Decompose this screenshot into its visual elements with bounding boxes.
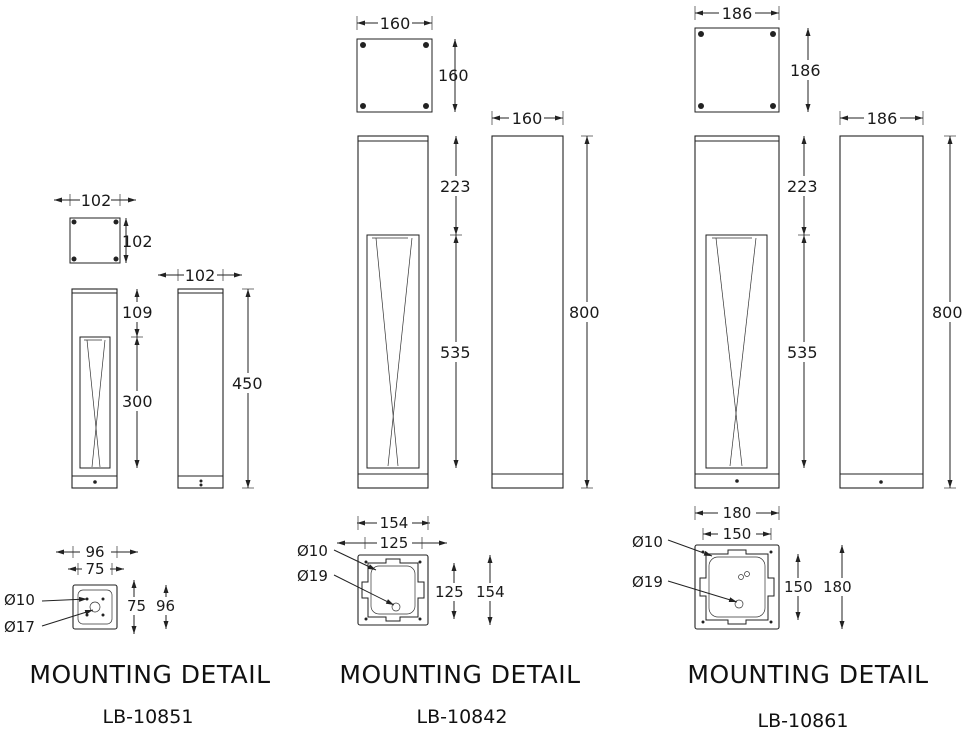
side-width-label: 160	[512, 109, 543, 128]
mount-outer-label: 96	[85, 543, 104, 561]
top-width-label: 186	[722, 4, 753, 23]
window-height-label: 300	[122, 392, 153, 411]
mount-outer-label: 180	[723, 504, 752, 522]
mount-inner-v-label: 75	[127, 597, 146, 615]
product-lb-10851: 102 102 109 300	[4, 191, 270, 728]
top-width-label: 102	[81, 191, 112, 210]
mount-inner-label: 75	[85, 560, 104, 578]
hole-small-label: Ø19	[297, 567, 328, 585]
total-height-label: 800	[569, 303, 600, 322]
front-view: 223 535	[357, 135, 474, 489]
mounting-detail: 96 75 Ø10 Ø17 75 96	[4, 543, 178, 636]
total-height-label: 450	[232, 374, 263, 393]
top-width-label: 160	[380, 14, 411, 33]
hole-small-label: Ø19	[632, 573, 663, 591]
mounting-detail-title: MOUNTING DETAIL	[339, 660, 580, 689]
mount-outer-label: 154	[380, 514, 409, 532]
model-number: LB-10851	[103, 706, 194, 728]
top-view: 160 160	[356, 14, 469, 113]
mount-inner-v-label: 125	[435, 583, 464, 601]
upper-height-label: 223	[787, 177, 818, 196]
mounting-detail: 154 125 Ø10 Ø19 125 154	[297, 514, 510, 626]
hole-large-label: Ø10	[632, 533, 663, 551]
mounting-detail-title: MOUNTING DETAIL	[29, 660, 270, 689]
model-number: LB-10842	[417, 706, 508, 728]
mounting-detail-title: MOUNTING DETAIL	[687, 660, 928, 689]
top-depth-label: 160	[438, 66, 469, 85]
product-lb-10861: 186 186 223 535	[632, 4, 965, 732]
side-width-label: 102	[185, 266, 216, 285]
side-view: 160 800	[491, 109, 603, 489]
top-depth-label: 186	[790, 61, 821, 80]
side-width-label: 186	[867, 109, 898, 128]
top-depth-label: 102	[122, 232, 153, 251]
side-view: 102 450	[158, 266, 266, 489]
mount-inner-label: 150	[723, 525, 752, 543]
mount-inner-label: 125	[380, 534, 409, 552]
upper-height-label: 109	[122, 303, 153, 322]
mount-outer-v-label: 180	[823, 578, 852, 596]
total-height-label: 800	[932, 303, 963, 322]
hole-small-label: Ø17	[4, 618, 35, 636]
upper-height-label: 223	[440, 177, 471, 196]
window-height-label: 535	[440, 343, 471, 362]
side-view: 186 800	[839, 109, 965, 489]
model-number: LB-10861	[758, 710, 849, 732]
front-view: 109 300	[71, 288, 154, 489]
front-view: 223 535	[694, 135, 822, 489]
product-lb-10842: 160 160 223 535	[297, 14, 603, 728]
top-view: 186 186	[694, 4, 826, 113]
mount-outer-v-label: 96	[156, 597, 175, 615]
mount-outer-v-label: 154	[476, 583, 505, 601]
hole-large-label: Ø10	[4, 591, 35, 609]
top-view: 102 102	[54, 191, 153, 264]
hole-large-label: Ø10	[297, 542, 328, 560]
mount-inner-v-label: 150	[784, 578, 813, 596]
window-height-label: 535	[787, 343, 818, 362]
mounting-detail: 180 150 Ø10 Ø19 150 180	[632, 504, 858, 630]
